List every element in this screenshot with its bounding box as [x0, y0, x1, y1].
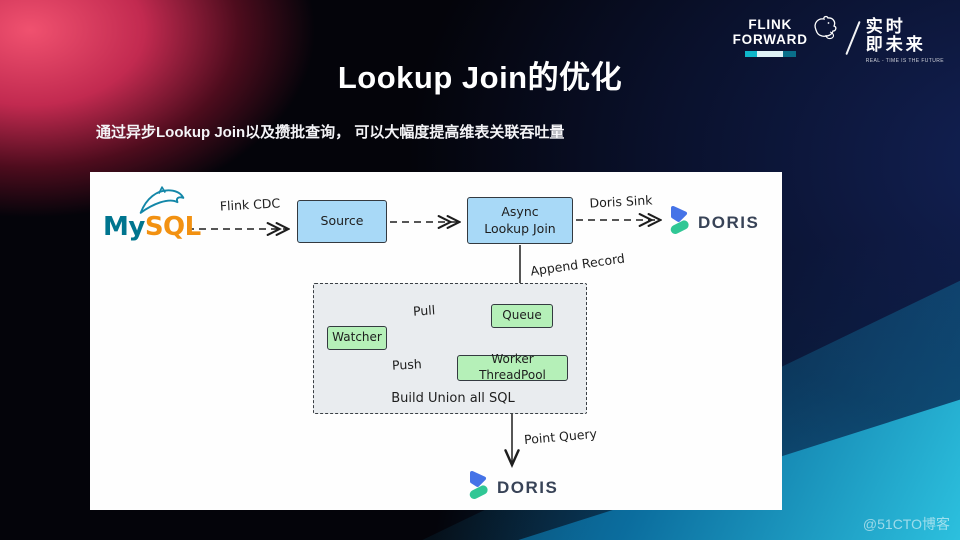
node-async-lookup-join: Async Lookup Join: [467, 197, 573, 244]
brand-cn-line1: 实时: [865, 17, 906, 36]
brand-cn-line2: 即未来: [865, 34, 926, 54]
label-pull: Pull: [412, 302, 436, 319]
label-doris-sink: Doris Sink: [589, 192, 653, 211]
doris-logo-bottom: DORIS: [467, 469, 558, 507]
doris-logo-top: DORIS: [668, 204, 759, 242]
badge-segment: [756, 50, 783, 57]
mysql-logo: MySQL: [103, 211, 201, 242]
badge-segment: [782, 50, 796, 57]
logo-divider-slash: [845, 20, 861, 56]
node-queue: Queue: [491, 304, 553, 328]
slide-subtitle: 通过异步Lookup Join以及攒批查询， 可以大幅度提高维表关联吞吐量: [96, 124, 565, 141]
diagram-panel: MySQL Flink CDC Source Async Lookup Join…: [90, 172, 782, 510]
flink-squirrel-icon: [810, 14, 840, 47]
forward-word: FORWARD: [732, 31, 808, 47]
node-source-label: Source: [320, 213, 364, 229]
label-flink-cdc: Flink CDC: [219, 195, 281, 214]
doris-wordmark: DORIS: [497, 478, 559, 497]
label-append-record: Append Record: [529, 250, 626, 279]
node-source: Source: [297, 200, 387, 243]
node-async-label: Async Lookup Join: [484, 204, 555, 237]
badge-segment: [744, 50, 757, 57]
mysql-dolphin-icon: [138, 184, 186, 220]
flink-word: FLINK: [748, 17, 793, 32]
doris-icon: [668, 204, 692, 242]
node-watcher-label: Watcher: [332, 330, 382, 345]
mysql-logo-sql: SQL: [144, 212, 201, 242]
label-build-union: Build Union all SQL: [391, 391, 515, 406]
watermark: @51CTO博客: [862, 516, 950, 532]
doris-wordmark: DORIS: [698, 213, 760, 232]
node-queue-label: Queue: [502, 308, 542, 323]
node-watcher: Watcher: [327, 326, 387, 350]
flink-forward-wordmark: FLINK FORWARD: [732, 17, 808, 48]
async-line2: Lookup Join: [484, 220, 556, 236]
brand-tagline: REAL - TIME IS THE FUTURE: [865, 57, 944, 64]
brand-chinese-wordmark: 实时 即未来: [866, 18, 944, 54]
flink-forward-logo: FLINK FORWARD 实时 即未来 REAL - TIME IS THE …: [732, 15, 944, 64]
mysql-logo-my: My: [103, 212, 145, 242]
label-push: Push: [391, 356, 423, 373]
label-point-query: Point Query: [523, 425, 598, 448]
slide-title: Lookup Join的优化: [337, 60, 623, 95]
doris-icon: [467, 469, 491, 507]
node-worker-threadpool: Worker ThreadPool: [457, 352, 568, 382]
flink-forward-badge: [744, 50, 796, 57]
node-worker-label: Worker ThreadPool: [479, 352, 546, 382]
async-line1: Async: [501, 204, 539, 220]
